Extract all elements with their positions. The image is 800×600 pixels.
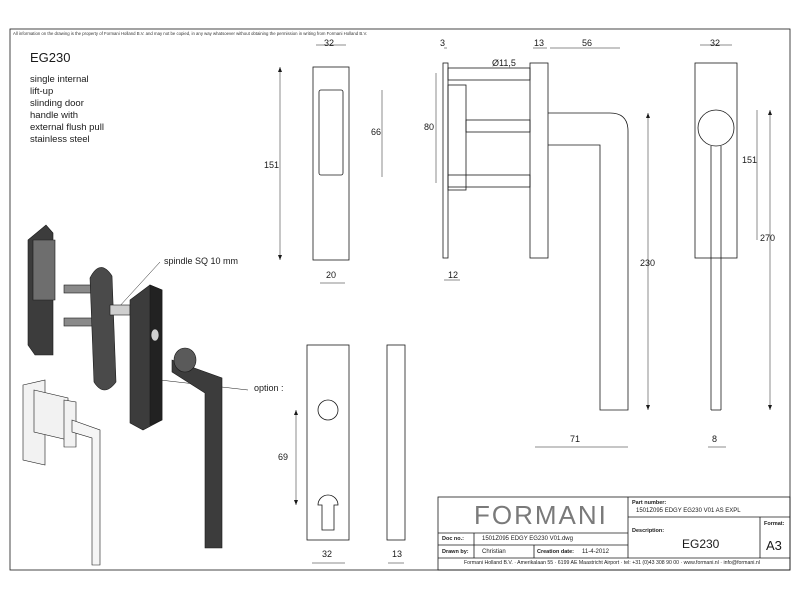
drawn-by-value: Christian (482, 549, 506, 555)
description-line: lift-up (30, 86, 54, 97)
dim-option-rose-width: 32 (322, 549, 333, 559)
description-label: Description: (632, 528, 665, 534)
brand-logo: FORMANI (474, 500, 608, 530)
product-title: EG230 (30, 50, 71, 65)
dim-side-rose: 3 (440, 38, 446, 48)
dim-rod-diameter: Ø11,5 (492, 58, 516, 68)
dim-handle-reach: 71 (570, 434, 581, 444)
dim-pull-depth: 20 (326, 270, 337, 280)
creation-date-value: 11-4-2012 (582, 549, 609, 555)
description-line: single internal (30, 74, 89, 85)
description-value: EG230 (682, 537, 720, 551)
dim-front-width: 32 (710, 38, 721, 48)
part-number-value: 1501Z095 EDGY EG230 V01 AS EXPL (636, 508, 741, 514)
dim-front-rose-height: 151 (742, 155, 758, 165)
dim-side-spacing: 80 (424, 122, 435, 132)
option-annotation: option : (254, 383, 284, 393)
drawn-by-label: Drawn by: (442, 549, 469, 555)
dim-pull-height: 151 (264, 160, 280, 170)
dim-side-projection: 56 (582, 38, 593, 48)
dim-handle-height: 230 (640, 258, 656, 268)
part-number-label: Part number: (632, 500, 667, 506)
dim-pull-width: 32 (324, 38, 335, 48)
lever-profile (535, 112, 649, 448)
sheet-border (9, 28, 791, 571)
format-value: A3 (766, 538, 782, 553)
dim-pull-recess: 66 (371, 127, 382, 137)
copyright-notice: All information on the drawing is the pr… (13, 31, 368, 36)
dim-side-gap: 13 (534, 38, 545, 48)
dimension-arrowheads (278, 67, 772, 505)
description-line: stainless steel (30, 134, 90, 145)
dim-side-base: 12 (448, 270, 459, 280)
flush-pull-view (279, 44, 383, 284)
dim-option-depth: 13 (392, 549, 403, 559)
dim-option-cylinder: 69 (278, 452, 289, 462)
company-footer: Formani Holland B.V. · Amerikalaan 55 · … (464, 560, 760, 566)
spindle-annotation: spindle SQ 10 mm (164, 256, 239, 266)
doc-number-value: 1501Z095 EDGY EG230 V01.dwg (482, 536, 573, 542)
product-description: single internal lift-up slinding door ha… (30, 74, 104, 146)
doc-number-label: Doc no.: (442, 536, 464, 542)
description-line: handle with (30, 110, 79, 121)
dim-front-lever-width: 8 (712, 434, 718, 444)
description-line: external flush pull (30, 122, 104, 133)
description-line: slinding door (30, 98, 84, 109)
title-block-grid (437, 496, 791, 571)
format-label: Format: (764, 521, 785, 527)
option-rose-view (295, 344, 406, 564)
isometric-exploded-view (22, 224, 223, 566)
side-view (435, 47, 620, 281)
spindle-leader (117, 261, 161, 309)
front-view (694, 44, 771, 448)
creation-date-label: Creation date: (537, 549, 574, 555)
dim-front-total-height: 270 (760, 233, 776, 243)
